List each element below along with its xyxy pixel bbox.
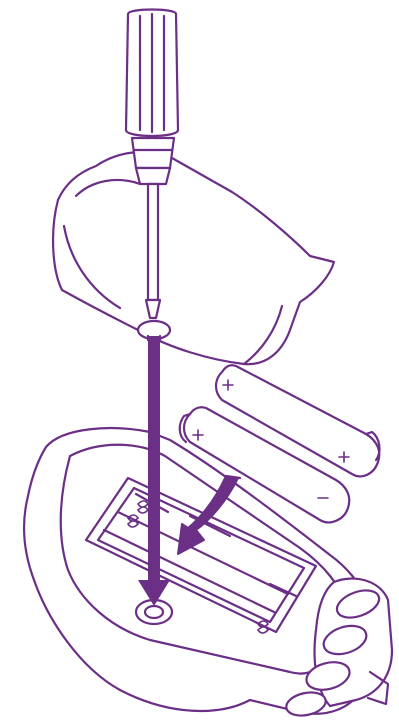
battery-cover	[53, 152, 334, 364]
